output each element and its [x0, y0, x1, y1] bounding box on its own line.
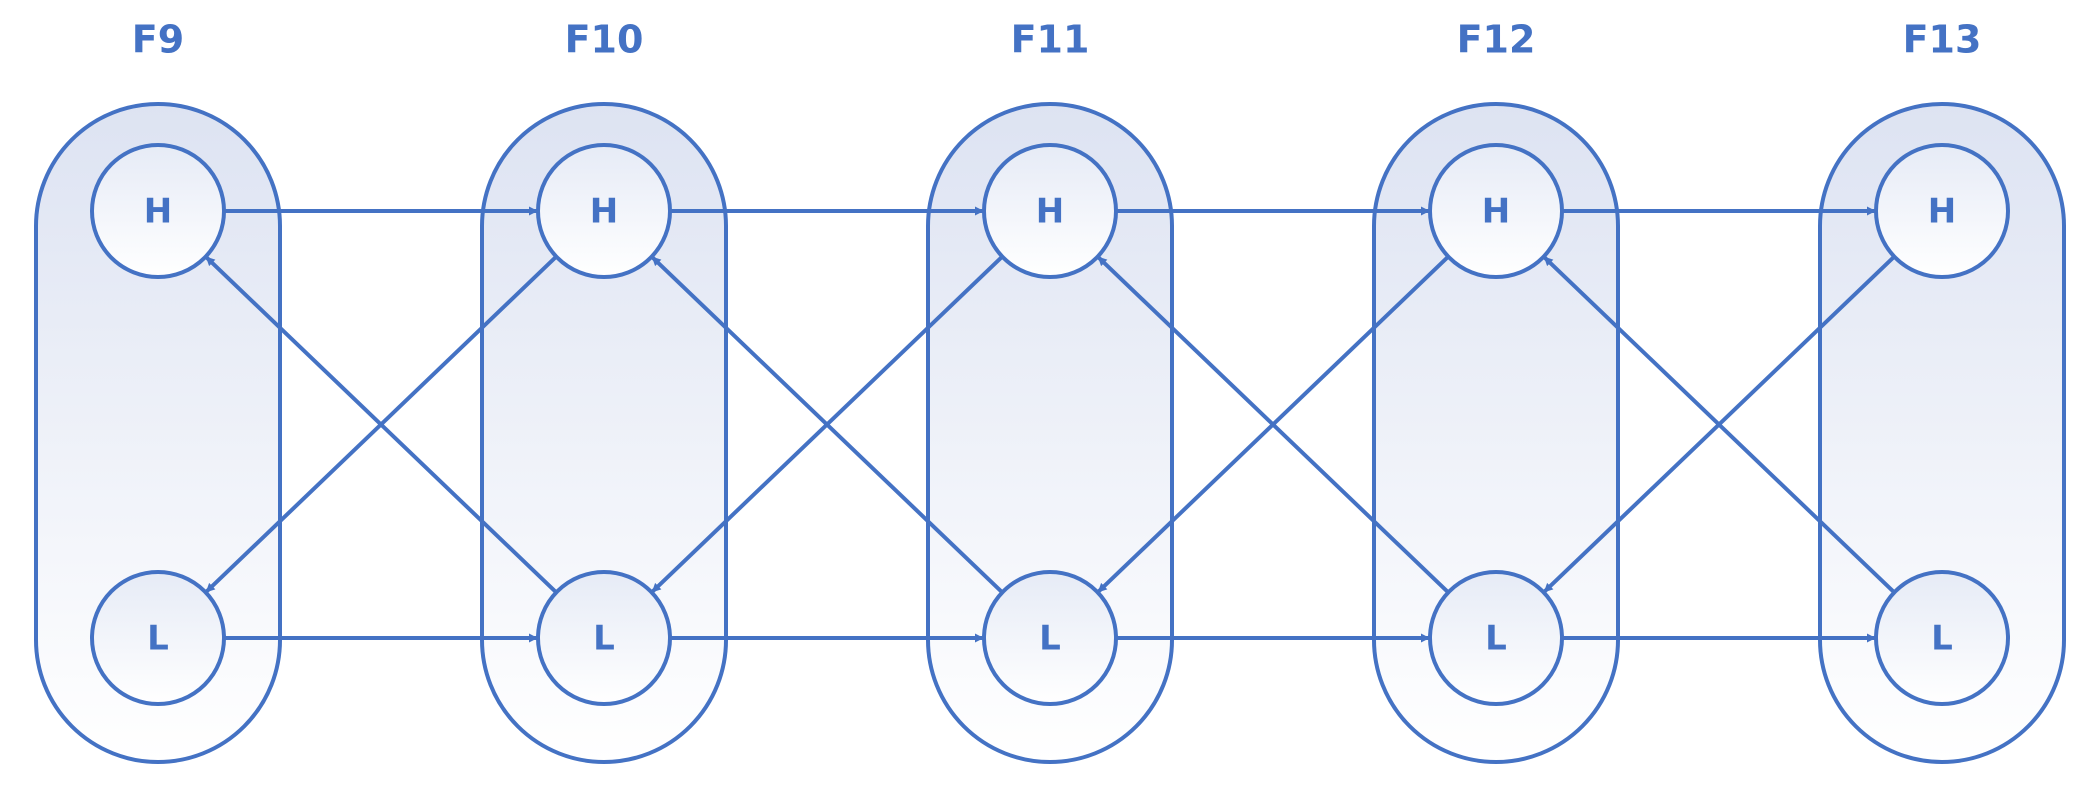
state-node-f11-l: L [982, 570, 1118, 706]
transition-arrow-f12-h-to-f11-l [1097, 255, 1450, 594]
frame-title-f10: F10 [565, 18, 644, 62]
state-node-circle [982, 143, 1118, 279]
state-node-label: H [1482, 192, 1510, 232]
state-node-circle [1428, 143, 1564, 279]
state-node-label: H [144, 192, 172, 232]
frame-title-f13: F13 [1903, 18, 1982, 62]
transition-arrow-f10-h-to-f9-l [205, 255, 558, 594]
frame-title-f11: F11 [1011, 18, 1090, 62]
state-node-label: L [1485, 619, 1507, 659]
state-node-f12-h: H [1428, 143, 1564, 279]
state-node-circle [982, 570, 1118, 706]
state-node-f10-h: H [536, 143, 672, 279]
state-node-label: L [1931, 619, 1953, 659]
transition-arrow-f13-h-to-f12-l [1543, 255, 1896, 594]
state-node-label: H [590, 192, 618, 232]
state-node-f10-l: L [536, 570, 672, 706]
state-node-label: L [147, 619, 169, 659]
frame-title-f9: F9 [132, 18, 184, 62]
state-node-label: L [593, 619, 615, 659]
frame-title-f12: F12 [1457, 18, 1536, 62]
state-node-circle [536, 570, 672, 706]
state-node-f12-l: L [1428, 570, 1564, 706]
state-node-label: L [1039, 619, 1061, 659]
state-node-f13-h: H [1874, 143, 2010, 279]
state-node-f9-h: H [90, 143, 226, 279]
state-node-circle [90, 570, 226, 706]
transition-arrow-f11-h-to-f10-l [651, 255, 1004, 594]
state-node-f13-l: L [1874, 570, 2010, 706]
state-node-circle [1428, 570, 1564, 706]
state-node-circle [536, 143, 672, 279]
state-node-circle [90, 143, 226, 279]
state-node-f9-l: L [90, 570, 226, 706]
state-node-f11-h: H [982, 143, 1118, 279]
state-node-circle [1874, 570, 2010, 706]
state-node-label: H [1036, 192, 1064, 232]
state-node-label: H [1928, 192, 1956, 232]
state-node-circle [1874, 143, 2010, 279]
